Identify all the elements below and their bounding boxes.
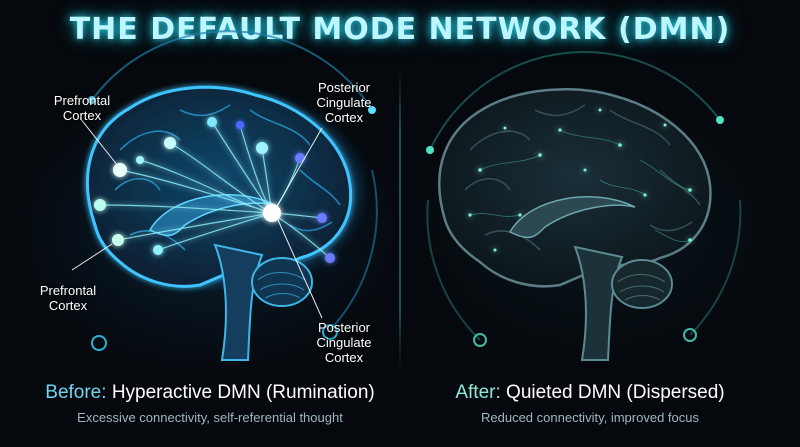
after-orbit-node <box>426 146 434 154</box>
after-node <box>688 188 692 192</box>
before-node <box>164 137 176 149</box>
after-caption: After: Quieted DMN (Dispersed) <box>400 382 780 404</box>
before-node <box>236 121 244 129</box>
before-orbit-node <box>368 106 376 114</box>
before-caption-block: Before: Hyperactive DMN (Rumination) Exc… <box>20 382 400 425</box>
before-node <box>256 142 268 154</box>
panel-divider <box>399 70 401 370</box>
before-cerebrum <box>86 85 353 288</box>
after-node <box>468 213 472 217</box>
before-orbit-node <box>88 96 96 104</box>
after-node <box>643 193 647 197</box>
after-node <box>558 128 562 132</box>
page-title: THE DEFAULT MODE NETWORK (DMN) <box>69 12 731 47</box>
before-node <box>317 213 327 223</box>
after-node <box>503 126 507 130</box>
before-caption: Before: Hyperactive DMN (Rumination) <box>20 382 400 404</box>
pointer-prefrontal-bottom <box>71 243 113 271</box>
after-caption-text: Quieted DMN (Dispersed) <box>506 382 725 403</box>
before-subcaption: Excessive connectivity, self-referential… <box>77 410 343 425</box>
after-heading: After: <box>455 382 501 403</box>
after-orbit-node <box>473 333 487 347</box>
after-node <box>518 213 522 217</box>
after-orbit-ring <box>429 51 721 151</box>
after-node <box>538 153 542 157</box>
after-brainstem <box>573 245 624 361</box>
before-orbit-node <box>322 324 338 340</box>
before-node <box>153 245 163 255</box>
before-brainstem <box>213 243 264 361</box>
after-node <box>598 108 602 112</box>
after-orbit-ring-left <box>426 199 481 341</box>
before-orbit-node <box>91 335 107 351</box>
after-node <box>688 238 692 242</box>
before-orbit-ring <box>91 30 373 111</box>
after-orbit-node <box>716 116 724 124</box>
before-hub-node <box>263 204 281 222</box>
after-orbit-node <box>683 328 697 342</box>
pointer-prefrontal-top <box>79 117 119 167</box>
after-node <box>618 143 622 147</box>
before-node <box>207 117 217 127</box>
pointer-posterior-top <box>275 127 323 209</box>
before-cerebellum <box>251 257 313 307</box>
after-corpus-callosum <box>508 196 636 239</box>
label-posterior-top: Posterior Cingulate Cortex <box>316 80 372 125</box>
before-brain <box>71 30 378 361</box>
after-caption-block: After: Quieted DMN (Dispersed) Reduced c… <box>400 382 780 425</box>
before-node <box>136 156 144 164</box>
label-posterior-bottom: Posterior Cingulate Cortex <box>316 320 372 365</box>
after-node <box>583 168 587 172</box>
after-node <box>493 248 497 252</box>
after-cerebrum <box>438 88 712 288</box>
after-subcaption: Reduced connectivity, improved focus <box>481 410 699 425</box>
label-prefrontal-bottom: Prefrontal Cortex <box>39 283 97 313</box>
after-orbit-ring-right <box>689 199 742 336</box>
before-node <box>94 199 106 211</box>
before-orbit-ring-right <box>329 169 378 331</box>
after-cerebellum <box>611 259 673 309</box>
before-node <box>325 253 335 263</box>
before-node <box>113 163 127 177</box>
before-caption-text: Hyperactive DMN (Rumination) <box>111 382 375 403</box>
after-node <box>478 168 482 172</box>
before-heading: Before: <box>45 382 107 403</box>
before-node <box>112 234 124 246</box>
pointer-posterior-bottom <box>277 219 323 319</box>
label-prefrontal-top: Prefrontal Cortex <box>53 93 111 123</box>
after-node <box>663 123 667 127</box>
after-brain <box>426 51 742 361</box>
before-node <box>295 153 305 163</box>
